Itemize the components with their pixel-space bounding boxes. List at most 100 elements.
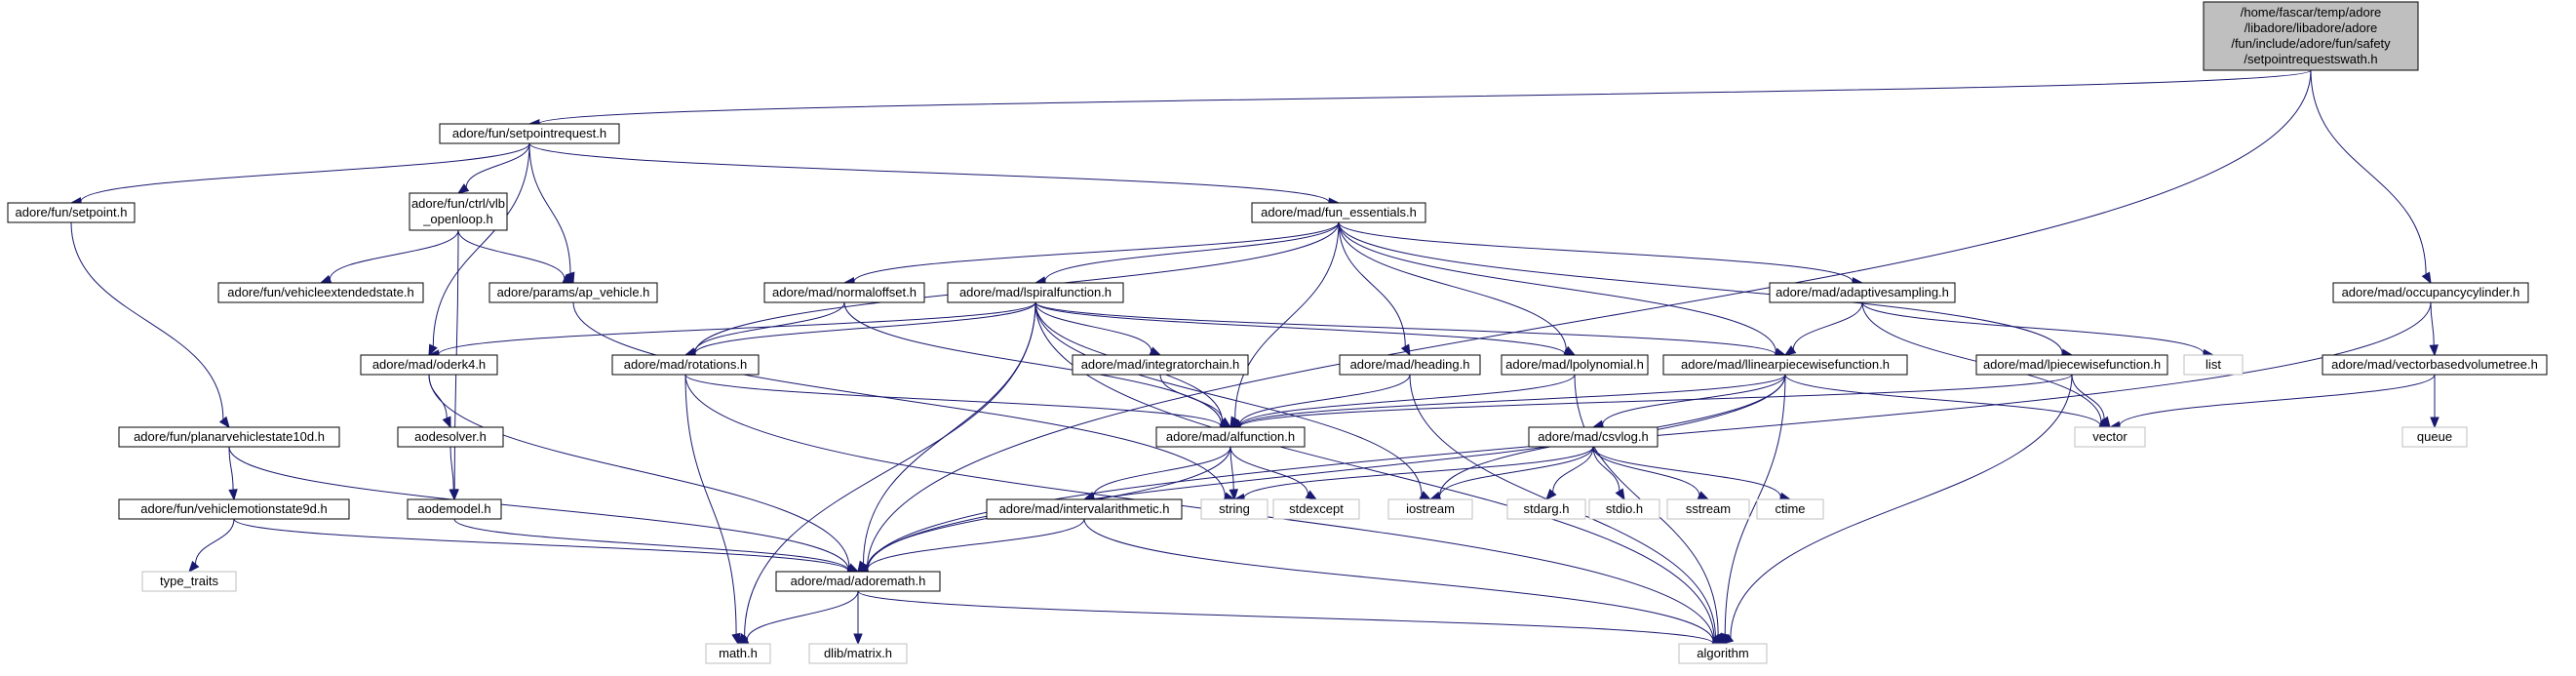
arrowhead-icon: [1783, 345, 1797, 356]
node-box: [611, 354, 760, 376]
node-adoremath[interactable]: adore/mad/adoremath.h: [775, 571, 941, 592]
edge-line: [1592, 446, 1700, 496]
node-adaptivesampling[interactable]: adore/mad/adaptivesampling.h: [1769, 282, 1956, 303]
node-label: adore/mad/lpiecewisefunction.h: [1983, 357, 2161, 372]
node-lspiralfunction[interactable]: adore/mad/lspiralfunction.h: [947, 282, 1124, 303]
node-csvlog[interactable]: adore/mad/csvlog.h: [1528, 426, 1659, 448]
edge-aodesolver-to-aodemodel: [449, 446, 458, 501]
edge-lpiecewisefunction-to-alfunction: [1229, 374, 2073, 432]
edge-line: [228, 446, 849, 571]
node-heading[interactable]: adore/mad/heading.h: [1339, 354, 1481, 376]
edge-line: [684, 374, 1714, 642]
edge-vlb_openloop-to-vehicleextendedstate: [319, 229, 459, 284]
edge-line: [857, 590, 1714, 644]
edge-line: [694, 301, 1036, 354]
arrowhead-icon: [1615, 488, 1625, 501]
node-label: adore/mad/fun_essentials.h: [1261, 205, 1417, 219]
edge-line: [1592, 446, 1781, 497]
node-box: [1975, 354, 2168, 376]
node-box: [409, 192, 508, 231]
node-box: [1662, 354, 1908, 376]
node-intervalarithmetic[interactable]: adore/mad/intervalarithmetic.h: [986, 498, 1183, 520]
node-label: aodemodel.h: [417, 501, 490, 516]
node-box: [2322, 354, 2548, 376]
edge-line: [1034, 301, 1776, 355]
edge-root-to-setpointrequest: [527, 69, 2312, 129]
node-label: ctime: [1775, 501, 1805, 516]
edge-line: [1234, 221, 1340, 419]
edge-line: [1239, 374, 1786, 427]
node-box: [488, 282, 658, 303]
arrowhead-icon: [449, 489, 458, 501]
edge-lspiralfunction-to-math: [737, 301, 1036, 646]
node-sstream: sstream: [1666, 498, 1750, 520]
node-integratorchain[interactable]: adore/mad/integratorchain.h: [1072, 354, 1249, 376]
node-label: adore/mad/llinearpiecewisefunction.h: [1681, 357, 1890, 372]
edge-csvlog-to-string: [1232, 446, 1594, 503]
edge-line: [1239, 374, 2073, 427]
edge-lpiecewisefunction-to-algorithm: [1721, 374, 2073, 645]
node-box: [1501, 354, 1649, 376]
node-oderk4[interactable]: adore/mad/oderk4.h: [360, 354, 498, 376]
node-lpolynomial[interactable]: adore/mad/lpolynomial.h: [1501, 354, 1649, 376]
edge-line: [1034, 301, 1566, 355]
arrowhead-icon: [2430, 417, 2439, 429]
edge-line: [432, 142, 530, 346]
edge-line: [684, 374, 1222, 427]
edge-oderk4-to-aodesolver: [428, 374, 451, 429]
node-vehicleextendedstate[interactable]: adore/fun/vehicleextendedstate.h: [217, 282, 424, 303]
edge-line: [1784, 374, 2101, 426]
node-label: adore/fun/setpoint.h: [16, 205, 128, 219]
node-normaloffset[interactable]: adore/mad/normaloffset.h: [763, 282, 925, 303]
edge-csvlog-to-ctime: [1592, 446, 1792, 501]
node-box: [1769, 282, 1956, 303]
node-fun-essentials[interactable]: adore/mad/fun_essentials.h: [1251, 202, 1426, 223]
edge-fun_essentials-to-lpolynomial: [1338, 221, 1577, 356]
node-stdio: stdio.h: [1588, 498, 1660, 520]
node-box: [1588, 498, 1660, 520]
node-label: dlib/matrix.h: [824, 646, 892, 660]
arrowhead-icon: [1305, 490, 1318, 500]
edge-line: [428, 374, 448, 418]
node-setpoint[interactable]: adore/fun/setpoint.h: [7, 202, 136, 223]
node-lpiecewisefunction[interactable]: adore/mad/lpiecewisefunction.h: [1975, 354, 2168, 376]
edge-line: [1229, 446, 1308, 495]
edge-vehiclemotionstate9d-to-type_traits: [188, 518, 235, 574]
node-planarvehiclestate10d[interactable]: adore/fun/planarvehiclestate10d.h: [118, 426, 340, 448]
node-box: [1272, 498, 1360, 520]
edge-line: [1044, 221, 1340, 282]
node-occupancycylinder[interactable]: adore/mad/occupancycylinder.h: [2332, 282, 2529, 303]
edge-fun_essentials-to-heading: [1338, 221, 1411, 357]
edge-lspiralfunction-to-llinearpiecewisefunction: [1034, 301, 1787, 359]
node-aodesolver[interactable]: aodesolver.h: [397, 426, 504, 448]
node-aodemodel[interactable]: aodemodel.h: [407, 498, 502, 520]
edge-line: [1592, 446, 1620, 492]
edge-line: [2071, 374, 2105, 419]
edge-setpointrequest-to-ap_vehicle: [528, 142, 575, 285]
node-label: adore/mad/intervalarithmetic.h: [999, 501, 1170, 516]
edge-lspiralfunction-to-algorithm: [1034, 301, 1725, 645]
node-box: [2203, 1, 2419, 71]
node-rotations[interactable]: adore/mad/rotations.h: [611, 354, 760, 376]
node-iostream: iostream: [1387, 498, 1473, 520]
edge-aodemodel-to-adoremath: [453, 518, 860, 576]
edge-adoremath-to-algorithm: [857, 590, 1725, 649]
node-setpointrequest[interactable]: adore/fun/setpointrequest.h: [439, 123, 620, 144]
node-alfunction[interactable]: adore/mad/alfunction.h: [1155, 426, 1306, 448]
arrowhead-icon: [2421, 271, 2432, 285]
node-box: [439, 123, 620, 144]
node-llinearpiecewisefunction[interactable]: adore/mad/llinearpiecewisefunction.h: [1662, 354, 1908, 376]
node-label: adore/fun/planarvehiclestate10d.h: [134, 429, 325, 444]
node-vlb-openloop[interactable]: adore/fun/ctrl/vlb_openloop.h: [409, 192, 508, 231]
node-vehiclemotionstate9d[interactable]: adore/fun/vehiclemotionstate9d.h: [118, 498, 350, 520]
edge-lspiralfunction-to-rotations: [683, 301, 1036, 359]
edge-adaptivesampling-to-list: [1861, 301, 2215, 359]
edge-fun_essentials-to-alfunction: [1229, 221, 1340, 429]
node-vectorbasedvolumetree[interactable]: adore/mad/vectorbasedvolumetree.h: [2322, 354, 2548, 376]
edge-vectorbasedvolumetree-to-queue: [2430, 375, 2439, 429]
node-root[interactable]: /home/fascar/temp/adore/libadore/libador…: [2203, 1, 2419, 71]
node-label: /libadore/libadore/adore: [2244, 20, 2378, 35]
arrowhead-icon: [1545, 489, 1557, 501]
arrowhead-icon: [731, 632, 741, 646]
node-ap-vehicle[interactable]: adore/params/ap_vehicle.h: [488, 282, 658, 303]
